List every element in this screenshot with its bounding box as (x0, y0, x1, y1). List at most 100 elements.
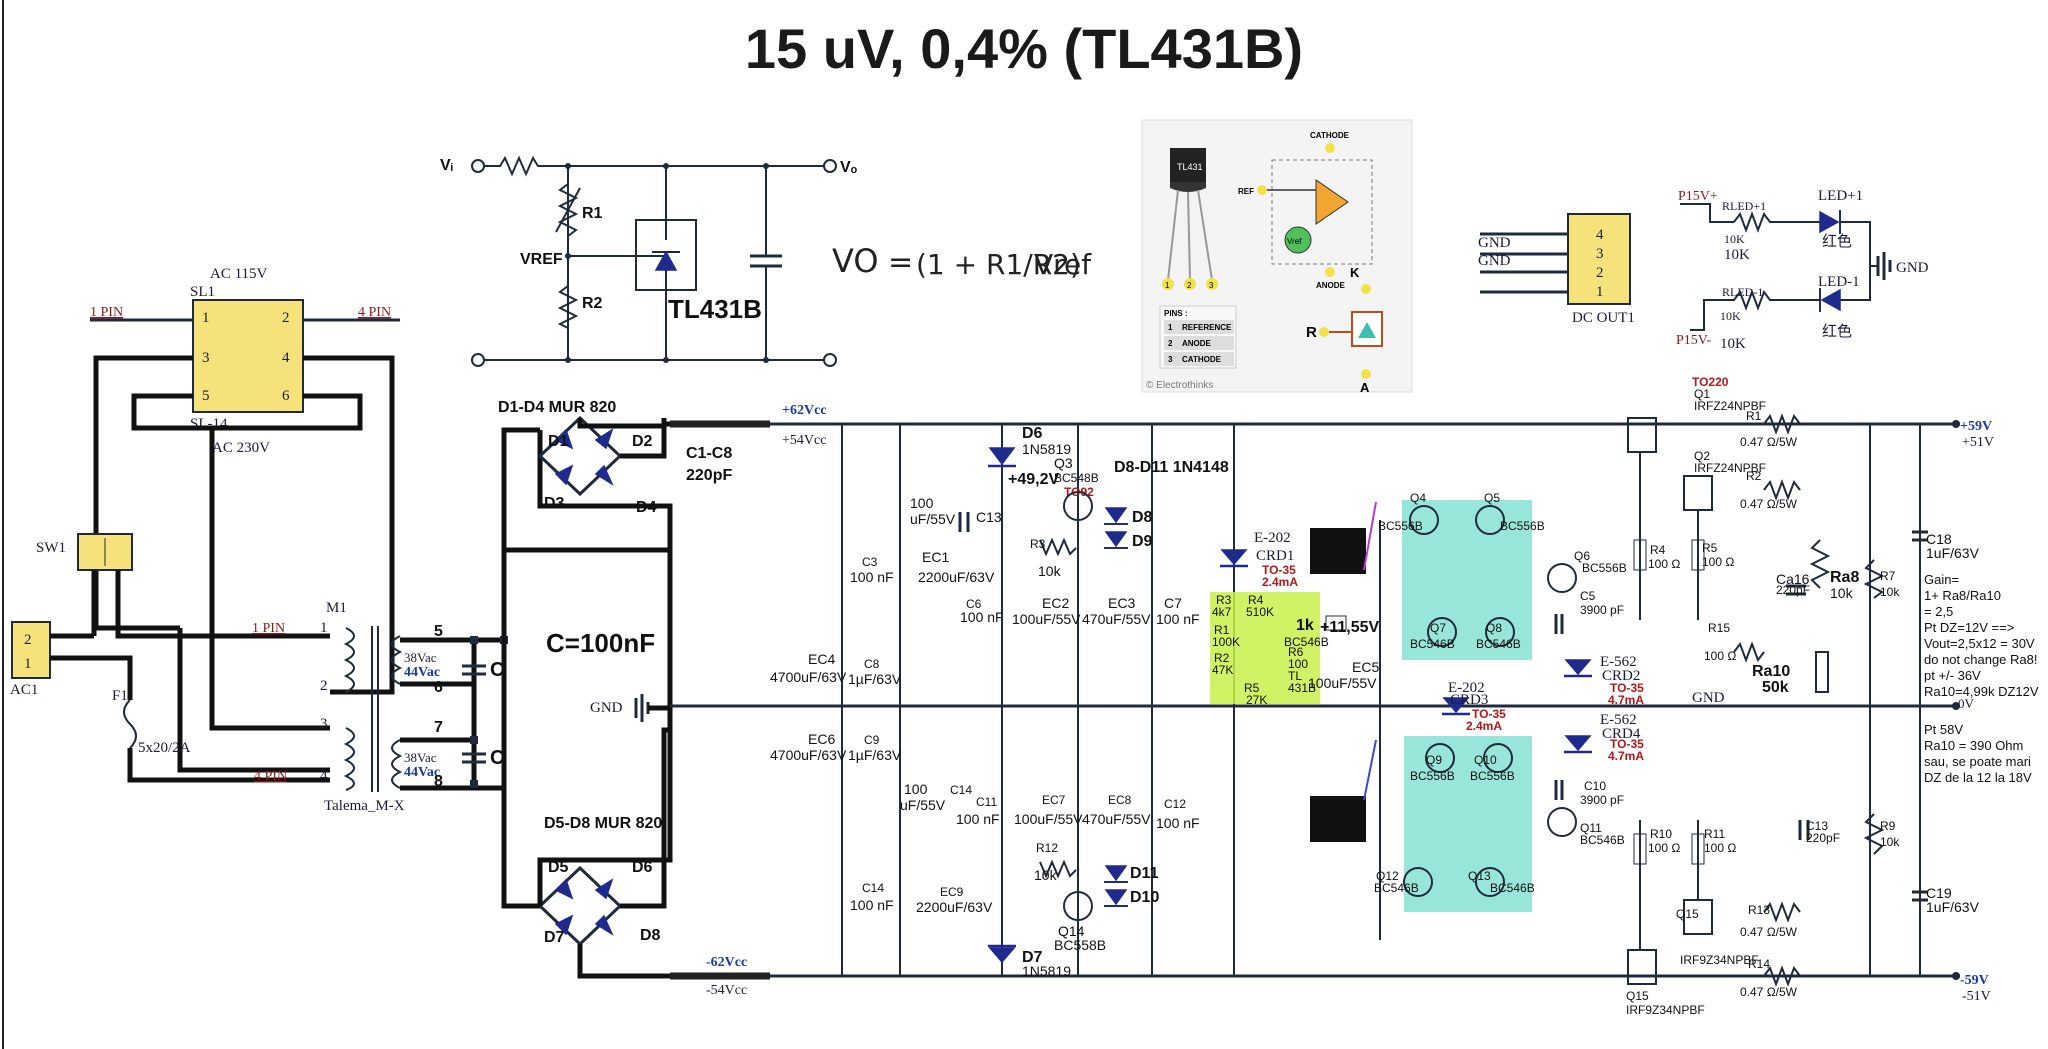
pin1-b-label: 1 PIN (252, 621, 285, 636)
ec6-label: EC6 (808, 731, 835, 747)
p15v-plus-label: P15V+ (1678, 189, 1718, 204)
c12-value: 100 nF (1156, 815, 1200, 831)
r14-label: R14 (1748, 957, 1770, 971)
formula-vo: VO (832, 242, 879, 280)
note-v58-1: Ra10 = 390 Ohm (1924, 738, 2023, 753)
led-indicator-block: P15V+ RLED+1 10K 10K LED+1 红色 GND LED-1 … (1676, 188, 1929, 352)
ma24b-label: 2.4mA (1466, 719, 1502, 733)
ec4-label: EC4 (808, 651, 835, 667)
formula-body: (1 + R1/R2) (916, 248, 1081, 281)
m1-pin-7: 7 (434, 719, 443, 736)
r10-out-value: 100 Ω (1648, 841, 1680, 855)
transformer-label: Talema_M-X (324, 798, 405, 814)
q11-part: BC546B (1580, 833, 1625, 847)
pin4-a-label: 4 PIN (358, 305, 391, 320)
sec2-voltage-2: 44Vac (404, 765, 440, 780)
led-plus-label: LED+1 (1818, 188, 1863, 204)
rail-n62-label: -62Vcc (706, 955, 747, 970)
rail-n59-label: -59V (1960, 973, 1989, 988)
c9-value: 1µF/63V (848, 747, 902, 763)
output-stage: TO220 Q1 IRFZ24NPBF Q2 IRFZ24NPBF R1 0.4… (1626, 375, 1980, 1017)
m1-pin-6: 6 (434, 679, 443, 696)
q7-label: Q7 (1430, 621, 1446, 635)
q13-part: BC546B (1490, 881, 1535, 895)
sec2-voltage: 38Vac (404, 750, 437, 765)
e202b-label: E-202 (1448, 680, 1485, 696)
rail-p62-label: +62Vcc (782, 403, 827, 418)
ra10-value: 50k (1762, 679, 1789, 696)
m1-label: M1 (326, 600, 347, 616)
to35a-label: TO-35 (1262, 563, 1296, 577)
r15-label: R15 (1708, 621, 1730, 635)
crd1-label: CRD1 (1256, 548, 1294, 564)
bridge-rectifier-1: D1-D4 MUR 820 D1 D2 D3 D4 C1-C8 220pF (498, 399, 766, 516)
note-v58-2: sau, se poate mari (1924, 754, 2031, 769)
dc-out-label: DC OUT1 (1572, 310, 1635, 326)
e202a-label: E-202 (1254, 530, 1291, 546)
d6-label: D6 (632, 859, 653, 876)
dc-gnd-2: GND (1478, 253, 1511, 269)
c18-out-value: 1uF/63V (1926, 545, 1980, 561)
note-gain-2: = 2,5 (1924, 604, 1953, 619)
c3-label: C3 (862, 555, 878, 569)
sl1-pin-1: 1 (202, 310, 210, 326)
rled-plus-label: RLED+1 (1722, 199, 1766, 213)
note-gain-6: pt +/- 36V (1924, 668, 1981, 683)
rled-plus-value: 10K (1724, 232, 1745, 246)
r9-value: 10k (1880, 835, 1900, 849)
led-minus-label: LED-1 (1818, 274, 1860, 290)
c100u-a-value: uF/55V (910, 511, 956, 527)
q1-label: Q1 (1694, 387, 1710, 401)
r11-out-label: R11 (1704, 827, 1725, 841)
c1-c8-value: 220pF (686, 467, 732, 484)
power-rails: +62Vcc +54Vcc -62Vcc -54Vcc +59V +51V 0V… (670, 403, 1994, 1004)
c19-label: C19 (1926, 885, 1952, 901)
ic-photo-lower (1310, 796, 1366, 842)
r1-out-label: R1 (1746, 409, 1762, 423)
c14a-label: C14 (950, 783, 972, 797)
q1-part: IRFZ24NPBF (1694, 399, 1766, 413)
sl1-pin-5: 5 (202, 388, 210, 404)
q15b-part: IRF9Z34NPBF (1626, 1003, 1705, 1017)
rail-n51-label: -51V (1962, 989, 1991, 1004)
r2-label: R2 (582, 295, 603, 312)
q4-part: BC556B (1378, 519, 1423, 533)
c10-value: 3900 pF (1580, 793, 1624, 807)
q5-label: Q5 (1484, 491, 1500, 505)
r1-label: R1 (582, 205, 603, 222)
r12-value: 10k (1034, 867, 1058, 883)
r-label: R (1306, 324, 1317, 341)
r1-ref-value: 100K (1212, 635, 1240, 649)
rled-plus-value-b: 10K (1724, 247, 1750, 263)
d7-label: D7 (1022, 949, 1043, 966)
sl1-selector (192, 299, 304, 413)
tl431-package-icon (1170, 148, 1206, 182)
r10-out-label: R10 (1650, 827, 1672, 841)
ec9-value: 2200uF/63V (916, 899, 993, 915)
ac1-label: AC1 (10, 682, 38, 698)
m1-pin-1: 1 (320, 620, 328, 636)
regulator-upper: D6 1N5819 +49,2V Q3 BC548B TO92 D8-D11 1… (770, 425, 1229, 687)
r1k-label: 1k (1296, 617, 1314, 634)
ac1-pin-1: 1 (24, 656, 32, 672)
cap-c2: C (490, 747, 504, 769)
ec6-value: 4700uF/63V (770, 747, 847, 763)
r4-label: R4 (1248, 593, 1264, 607)
fuse-label: 5x20/2A (138, 740, 191, 756)
q15b-label: Q15 (1626, 989, 1649, 1003)
q15a-label: Q15 (1676, 907, 1699, 921)
pin-row-3: CATHODE (1182, 355, 1222, 364)
pin-num-3: 3 (1209, 281, 1214, 290)
d7-part: 1N5819 (1022, 963, 1071, 979)
c100u-a-label: 100 (910, 495, 934, 511)
d1-d4-label: D1-D4 MUR 820 (498, 399, 616, 416)
rail-p51-label: +51V (1962, 435, 1994, 450)
q6-label: Q6 (1574, 549, 1590, 563)
dc-pin-1: 1 (1596, 284, 1604, 300)
formula-eq: = (888, 245, 913, 280)
d6-part: 1N5819 (1022, 441, 1071, 457)
m1-pin-2: 2 (320, 678, 328, 694)
credit-label: © Electrothinks (1146, 380, 1213, 391)
page-title: 15 uV, 0,4% (TL431B) (745, 17, 1303, 80)
c100u-b-value: uF/55V (900, 797, 946, 813)
